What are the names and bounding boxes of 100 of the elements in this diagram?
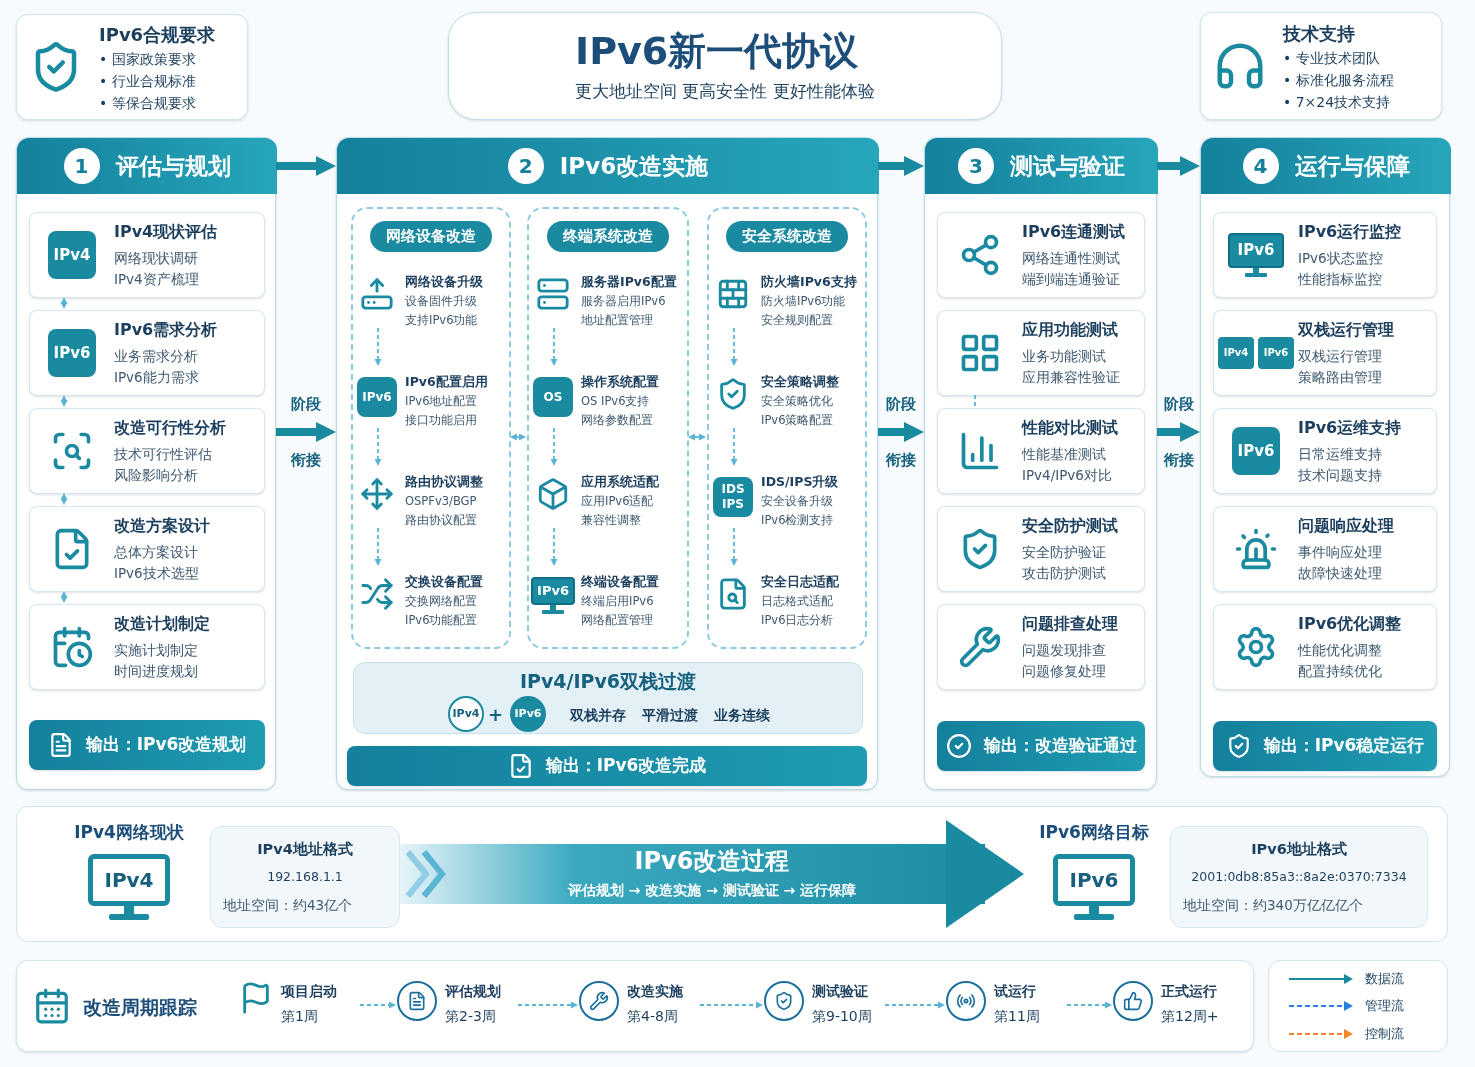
step-title: 改造方案设计 xyxy=(114,515,210,537)
group-heading: 安全系统改造 xyxy=(726,221,848,252)
card-heading: IPv6合规要求 xyxy=(99,22,216,47)
edge-label: IPv6改造过程 xyxy=(634,846,790,876)
step-detail: 端到端连通验证 xyxy=(1022,270,1121,289)
phase-header xyxy=(925,138,1158,194)
flow-arrow xyxy=(550,527,558,566)
double-arrow xyxy=(60,591,68,603)
bullet-item: • 行业合规标准 xyxy=(99,71,197,91)
flow-arrow xyxy=(878,156,924,176)
group-heading: 终端系统改造 xyxy=(547,221,669,252)
protocol-badge: OS xyxy=(533,377,573,417)
step-title: 防火墙IPv6支持 xyxy=(761,273,857,291)
bullet-item: • 国家政策要求 xyxy=(99,49,197,69)
monitor-screen: IPv6 xyxy=(1227,233,1285,268)
step-title: 交换设备配置 xyxy=(405,573,483,591)
milestone-week: 第9-10周 xyxy=(812,1007,872,1026)
step-detail: 安全策略优化 xyxy=(761,392,834,410)
step-detail: 网络参数配置 xyxy=(581,411,654,429)
flow-arrow xyxy=(374,427,382,466)
step-detail: 日志格式适配 xyxy=(761,592,834,610)
title-banner xyxy=(448,12,1002,120)
flow-arrow xyxy=(374,327,382,366)
step-card xyxy=(937,506,1145,592)
step-detail: 网络现状调研 xyxy=(114,249,199,268)
step-detail: 防火墙IPv6功能 xyxy=(761,292,847,310)
step-detail: 应用兼容性验证 xyxy=(1022,368,1120,387)
protocol-badge: IPv6 xyxy=(48,329,96,377)
step-title: IPv6需求分析 xyxy=(114,319,218,341)
step-card xyxy=(937,212,1145,298)
phase-panel xyxy=(16,137,276,790)
step-title: 改造可行性分析 xyxy=(114,417,226,439)
card-heading: 技术支持 xyxy=(1283,21,1356,46)
step-detail: 性能基准测试 xyxy=(1022,445,1107,464)
flow-arrow xyxy=(884,1001,945,1009)
step-detail: 实施计划制定 xyxy=(114,641,199,660)
step-title: 网络设备升级 xyxy=(405,273,483,291)
edge-label: 阶段衔接 xyxy=(1162,394,1195,471)
double-arrow xyxy=(60,297,68,309)
card-heading: IPv6地址格式 xyxy=(1251,840,1347,859)
step-detail: 技术问题支持 xyxy=(1298,466,1383,485)
step-detail: 支持IPv6功能 xyxy=(405,311,479,329)
step-card xyxy=(1213,408,1437,494)
milestone-title: 测试验证 xyxy=(812,982,869,1001)
step-detail: IPv6状态监控 xyxy=(1298,249,1384,268)
step-title: 安全防护测试 xyxy=(1022,515,1118,537)
timeline-panel xyxy=(16,960,1254,1052)
double-arrow xyxy=(688,433,706,441)
step-detail: 地址配置管理 xyxy=(581,311,654,329)
protocol-badge: IPv6 xyxy=(357,377,397,417)
step-detail: 安全规则配置 xyxy=(761,311,834,329)
phase-header xyxy=(17,138,277,194)
monitor-screen: IPv6 xyxy=(1053,853,1135,906)
node-heading: IPv4网络现状 xyxy=(74,821,184,844)
flow-arrow xyxy=(276,422,336,442)
flow-arrow xyxy=(550,327,558,366)
step-card xyxy=(29,506,265,592)
main-title: IPv6新一代协议 xyxy=(575,27,860,75)
flow-arrow xyxy=(1066,1001,1112,1009)
bullet-item: • 7×24技术支持 xyxy=(1283,92,1392,112)
step-title: 改造计划制定 xyxy=(114,613,210,635)
step-card xyxy=(29,408,265,494)
step-detail: IPv6功能配置 xyxy=(405,611,479,629)
step-title: 问题响应处理 xyxy=(1298,515,1394,537)
step-title: IPv6配置启用 xyxy=(405,373,488,391)
output-bar xyxy=(1213,721,1437,771)
group-panel xyxy=(351,207,511,649)
step-title: IDS/IPS升级 xyxy=(761,473,839,491)
milestone-week: 第1周 xyxy=(281,1007,319,1026)
band-feature: 双栈并存 xyxy=(570,706,626,725)
bullet-item: • 专业技术团队 xyxy=(1283,48,1381,68)
step-detail: 时间进度规划 xyxy=(114,662,199,681)
step-title: 双栈运行管理 xyxy=(1298,319,1394,341)
step-detail: 性能优化调整 xyxy=(1298,641,1383,660)
step-detail: OSPFv3/BGP xyxy=(405,492,478,510)
flow-arrow xyxy=(550,427,558,466)
phase-header xyxy=(1201,138,1451,194)
step-card xyxy=(1213,604,1437,690)
step-title: 性能对比测试 xyxy=(1022,417,1118,439)
phase-title: 运行与保障 xyxy=(1294,151,1410,181)
step-detail: 网络连通性测试 xyxy=(1022,249,1121,268)
flow-arrow xyxy=(730,527,738,566)
output-label: 输出：IPv6稳定运行 xyxy=(1263,734,1425,758)
connector-line xyxy=(974,394,976,408)
step-detail: IPv6策略配置 xyxy=(761,411,835,429)
step-title: 应用系统适配 xyxy=(581,473,659,491)
step-detail: 安全设备升级 xyxy=(761,492,834,510)
milestone-title: 正式运行 xyxy=(1161,982,1218,1001)
flow-arrow xyxy=(730,427,738,466)
output-label: 输出：IPv6改造完成 xyxy=(545,754,707,778)
address-value: 2001:0db8:85a3::8a2e:0370:7334 xyxy=(1191,868,1407,887)
info-card xyxy=(16,14,248,120)
step-card xyxy=(29,310,265,396)
step-detail: 路由协议配置 xyxy=(405,511,478,529)
step-card xyxy=(1213,212,1437,298)
step-detail: 应用IPv6适配 xyxy=(581,492,655,510)
flow-arrow xyxy=(374,527,382,566)
output-bar xyxy=(29,720,265,770)
step-card xyxy=(937,408,1145,494)
address-space: 地址空间：约43亿个 xyxy=(223,895,354,915)
